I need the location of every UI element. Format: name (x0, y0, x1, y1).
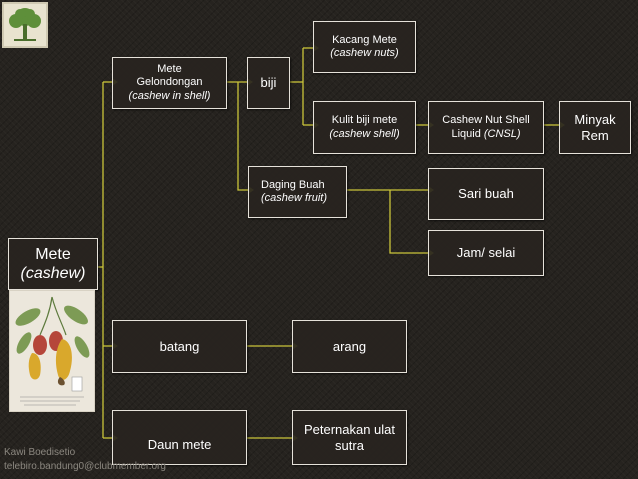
node-kulit-english: (cashew shell) (329, 127, 400, 140)
node-cnsl-line1: Cashew Nut Shell (442, 114, 530, 127)
node-kulit-biji-mete: Kulit biji mete (cashew shell) (313, 101, 416, 154)
node-arang-label: arang (332, 338, 367, 354)
node-peternakan-ulat-sutra: Peternakan ulat sutra (292, 410, 407, 465)
node-mete-name: Mete (35, 245, 71, 263)
node-sari-label: Sari buah (458, 186, 514, 202)
node-biji: biji (247, 57, 290, 109)
node-arang: arang (292, 320, 407, 373)
node-kacang-line1: Kacang Mete (332, 33, 397, 46)
node-mete-gelondongan: Mete Gelondongan (cashew in shell) (112, 57, 227, 109)
node-daun-label: Daun mete (147, 436, 212, 452)
node-batang: batang (112, 320, 247, 373)
node-cnsl-line2: Liquid (CNSL) (451, 128, 520, 141)
node-gelondongan-line2: Gelondongan (136, 76, 203, 89)
author-email: telebiro.bandung0@clubmember.org (4, 460, 166, 472)
node-jam-label: Jam/ selai (456, 245, 516, 261)
node-kacang-mete: Kacang Mete (cashew nuts) (313, 21, 416, 73)
node-daging-buah: Daging Buah (cashew fruit) (248, 166, 347, 218)
node-jam-selai: Jam/ selai (428, 230, 544, 276)
node-biji-label: biji (260, 75, 277, 91)
author-name: Kawi Boedisetio (4, 447, 76, 458)
node-batang-label: batang (159, 338, 200, 354)
node-kulit-line1: Kulit biji mete (331, 114, 398, 127)
node-minyak-rem: Minyak Rem (559, 101, 631, 154)
node-gelondongan-line1: Mete (157, 63, 182, 76)
node-ulat-line1: Peternakan ulat (303, 421, 396, 437)
node-sari-buah: Sari buah (428, 168, 544, 220)
node-daging-line1: Daging Buah (261, 178, 325, 191)
node-ulat-line2: sutra (335, 437, 364, 453)
author-credit: Kawi Boedisetio telebiro.bandung0@clubme… (4, 446, 166, 473)
node-cnsl-line2-plain: Liquid (451, 127, 484, 140)
tree-logo-icon (2, 2, 48, 48)
node-daging-english: (cashew fruit) (261, 192, 328, 204)
node-gelondongan-english: (cashew in shell) (128, 89, 211, 102)
node-daun-mete: Daun mete (112, 410, 247, 465)
connector-to-jam (389, 190, 428, 254)
node-minyak-line1: Minyak (574, 111, 616, 127)
node-cnsl-acronym: (CNSL) (483, 127, 521, 140)
node-mete-english: (cashew) (20, 265, 86, 282)
connector-to-daging (237, 82, 248, 191)
node-mete: Mete (cashew) (8, 238, 98, 290)
cashew-fruit-illustration (9, 290, 95, 412)
node-kacang-english: (cashew nuts) (330, 47, 399, 59)
node-cnsl: Cashew Nut Shell Liquid (CNSL) (428, 101, 544, 154)
node-minyak-line2: Rem (581, 127, 609, 143)
